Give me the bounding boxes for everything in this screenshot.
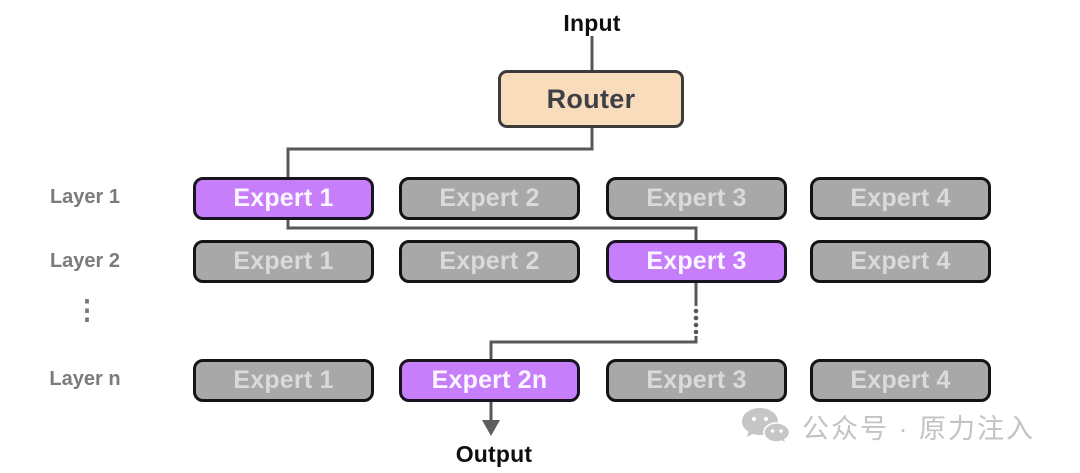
router-label: Router [546,83,636,114]
layer-n-label: Layer n [49,368,121,390]
expert-box-layer2-expert2: Expert 2 [399,240,580,283]
expert-box-layer2-expert3: Expert 3 [606,240,787,283]
expert-label: Expert 3 [646,184,747,212]
layers-ellipsis: ⋮ [73,295,101,325]
expert-box-layer2-expert4: Expert 4 [810,240,991,283]
expert-label: Expert 1 [233,366,334,394]
expert-label: Expert 1 [233,247,334,275]
expert-box-layern-expert3: Expert 3 [606,359,787,402]
router-box: Router [498,70,684,128]
watermark-text: 公众号 · 原力注入 [802,413,1035,444]
expert-box-layer1-expert3: Expert 3 [606,177,787,220]
expert-label: Expert 3 [646,366,747,394]
expert-box-layer1-expert1: Expert 1 [193,177,374,220]
expert-box-layer1-expert2: Expert 2 [399,177,580,220]
expert-box-layern-expert1: Expert 1 [193,359,374,402]
wechat-icon [742,408,791,446]
expert-label: Expert 4 [850,184,951,212]
expert-label: Expert 4 [850,366,951,394]
input-label: Input [563,10,621,36]
expert-box-layern-expert2n: Expert 2n [399,359,580,402]
expert-label: Expert 2 [439,184,540,212]
expert-box-layer2-expert1: Expert 1 [193,240,374,283]
watermark: 公众号 · 原力注入 [740,406,1035,446]
layer-2-label: Layer 2 [49,250,121,272]
routing-path-dotted [693,308,699,335]
expert-box-layer1-expert4: Expert 4 [810,177,991,220]
expert-label: Expert 2n [431,366,548,394]
expert-label: Expert 4 [850,247,951,275]
layer-1-label: Layer 1 [49,186,121,208]
output-label: Output [455,441,533,467]
expert-label: Expert 2 [439,247,540,275]
expert-label: Expert 1 [233,184,334,212]
output-arrowhead [482,420,500,436]
expert-label: Expert 3 [646,247,747,275]
expert-box-layern-expert4: Expert 4 [810,359,991,402]
